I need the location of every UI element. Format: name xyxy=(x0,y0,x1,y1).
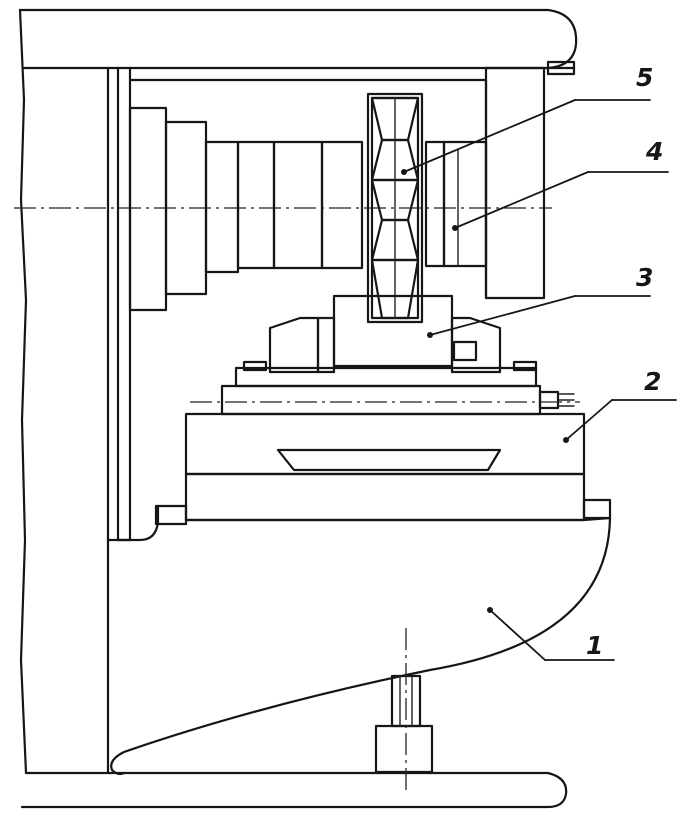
callout-2: 2 xyxy=(644,367,661,396)
knee-bracket xyxy=(106,504,612,776)
callout-1: 1 xyxy=(586,631,603,660)
leader-lines xyxy=(401,99,677,661)
callout-labels: 5 4 3 2 1 xyxy=(586,63,663,660)
fixture xyxy=(234,294,538,388)
jack-support xyxy=(374,674,434,774)
callout-3: 3 xyxy=(636,263,653,292)
center-lines xyxy=(14,207,580,790)
callout-5: 5 xyxy=(636,63,653,92)
callout-4: 4 xyxy=(645,137,663,166)
arbor-assembly xyxy=(128,106,488,312)
machine-frame xyxy=(18,8,578,809)
spindle-housing xyxy=(484,66,546,300)
table-slide xyxy=(154,384,612,526)
